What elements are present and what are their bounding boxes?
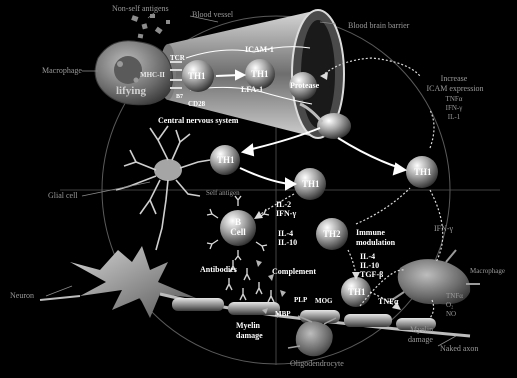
label-immune-modulation-1: Immune [356, 229, 385, 237]
label-b-cell-1: B [228, 218, 248, 227]
label-blood-brain-barrier: Blood brain barrier [348, 22, 408, 30]
label-icam1: ICAM-1 [245, 46, 274, 54]
label-il4-th2: IL-4 [360, 253, 375, 261]
label-th1-vessel: TH1 [188, 72, 206, 81]
label-myelin-damage-center-2: damage [236, 332, 263, 340]
label-tnf-alpha-top: TNFα [424, 96, 484, 103]
label-th1-right: TH1 [414, 168, 432, 177]
label-macrophage-right: Macrophage [470, 268, 505, 275]
label-complement: Complement [272, 268, 316, 276]
label-o2: O₂ [446, 302, 454, 309]
label-antibodies: Antibodies [200, 266, 237, 274]
label-oligodendrocyte: Oligodendrocyte [290, 360, 344, 368]
label-no: NO [446, 311, 456, 318]
label-increase: Increase [424, 75, 484, 83]
label-cd28: CD28 [188, 101, 205, 108]
label-il2: IL-2 [276, 201, 291, 209]
label-naked-axon: Naked axon [440, 345, 478, 353]
label-th2: TH2 [323, 230, 341, 239]
label-plp: PLP [294, 297, 307, 304]
label-b7: B7 [176, 94, 183, 100]
label-protease: Protease [290, 82, 319, 90]
label-tgf-beta: TGF-β [360, 271, 383, 279]
label-mog: MOG [315, 298, 333, 305]
label-myelin-damage-right-1: Myelin [410, 326, 433, 334]
label-non-self-antigens: Non-self antigens [112, 5, 169, 13]
label-th1-vessel-2: TH1 [251, 70, 269, 79]
label-il1: IL-1 [424, 114, 484, 121]
label-th1-glial: TH1 [217, 156, 235, 165]
label-immune-modulation-2: modulation [356, 239, 395, 247]
label-self-antigen: Self antigen [206, 190, 240, 197]
label-blood-vessel: Blood vessel [192, 11, 233, 19]
label-partial-word: lifying [116, 86, 146, 97]
label-il4-b: IL-4 [278, 230, 293, 238]
label-glial-cell: Glial cell [48, 192, 78, 200]
label-myelin-damage-center-1: Myelin [236, 322, 260, 330]
label-th1-bottom: TH1 [348, 288, 366, 297]
label-ifn-gamma-mid: IFN-γ [276, 210, 296, 218]
label-ifn-gamma-top: IFN-γ [424, 105, 484, 112]
label-mbp: MBP [275, 311, 291, 318]
label-b-cell-2: Cell [224, 228, 252, 237]
label-il10-th2: IL-10 [360, 262, 379, 270]
label-mhc-ii: MHC-II [140, 72, 165, 79]
label-neuron: Neuron [10, 292, 34, 300]
label-th1-center: TH1 [302, 180, 320, 189]
label-tnf-alpha-mac: TNFα [446, 293, 463, 300]
label-ifn-gamma-right: IFN-γ [434, 225, 453, 233]
label-icam-expression: ICAM expression [414, 85, 496, 93]
label-il10-b: IL-10 [278, 239, 297, 247]
label-lfa1: LFA-1 [241, 86, 263, 94]
label-macrophage-left: Macrophage [42, 67, 82, 75]
label-myelin-damage-right-2: damage [408, 336, 433, 344]
label-tnf-alpha-bottom: TNFα [378, 298, 398, 306]
label-cns: Central nervous system [158, 117, 238, 125]
label-tcr: TCR [170, 55, 185, 62]
